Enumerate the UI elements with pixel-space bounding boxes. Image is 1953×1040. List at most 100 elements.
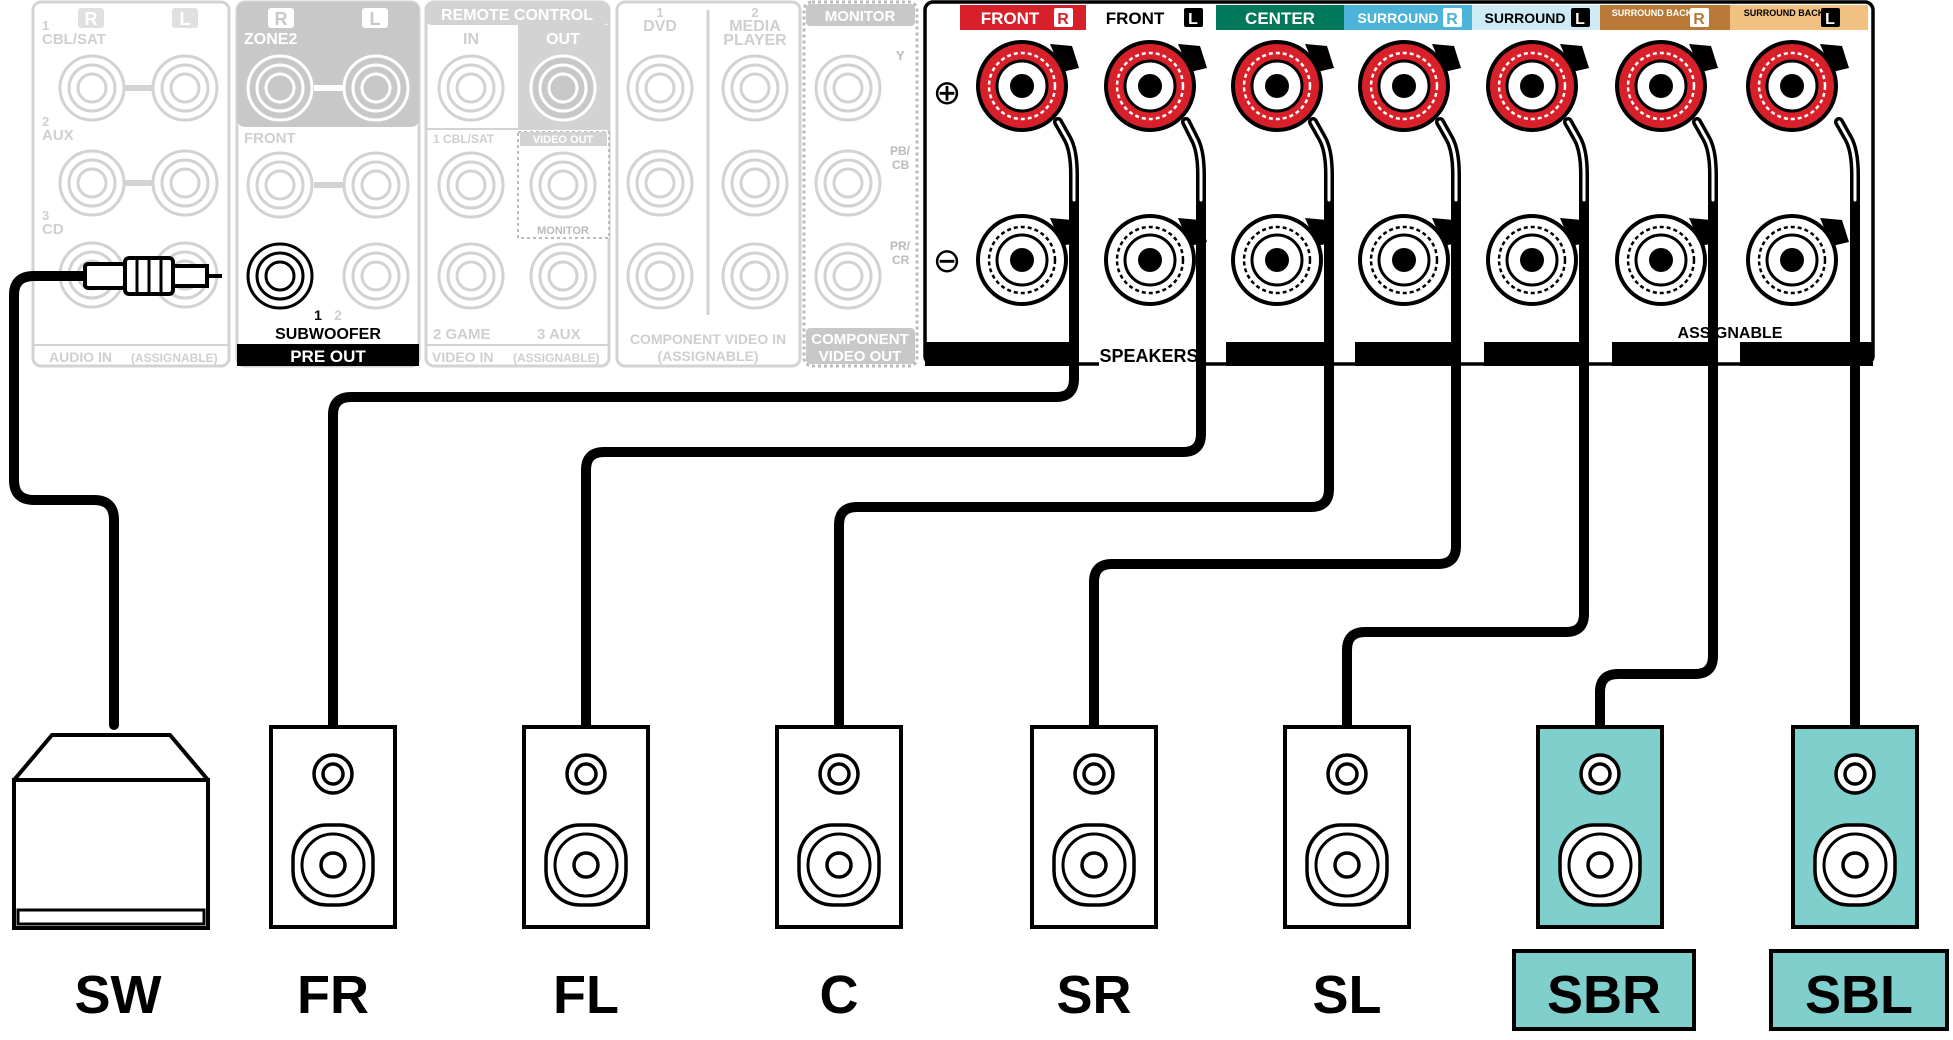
front-l-header-text: FRONT bbox=[1106, 9, 1165, 28]
speakers-caption: SPEAKERS bbox=[1099, 346, 1198, 366]
front-preout-jack bbox=[342, 151, 410, 219]
audio-in-jack bbox=[58, 149, 126, 217]
zone2-jack bbox=[246, 54, 314, 122]
audio-in-ch3-label: CD bbox=[42, 221, 64, 238]
surround-l-badge: L bbox=[1575, 11, 1585, 28]
front-preout-label: FRONT bbox=[244, 130, 296, 147]
video-in-caption: VIDEO IN bbox=[432, 349, 493, 365]
surround-back-r-badge: R bbox=[1693, 11, 1705, 28]
remote-out-jack bbox=[529, 54, 597, 122]
audio-in-ch1-number: 1 bbox=[42, 18, 49, 33]
surround-l-header-text: SURROUND bbox=[1485, 10, 1566, 26]
component-out-caption-sub: VIDEO OUT bbox=[819, 348, 902, 365]
component-out-caption: COMPONENT bbox=[811, 331, 909, 348]
component-in-jack bbox=[721, 149, 789, 217]
speaker-fl-icon bbox=[522, 725, 650, 929]
zone2-r-badge: R bbox=[275, 9, 288, 29]
surround-back-l-badge: L bbox=[1825, 11, 1835, 28]
video-out-monitor-jack bbox=[529, 151, 597, 219]
subwoofer-icon bbox=[12, 733, 210, 930]
audio-in-caption-sub: (ASSIGNABLE) bbox=[131, 351, 218, 365]
audio-in-ch3-number: 3 bbox=[42, 208, 49, 223]
subwoofer-1-number: 1 bbox=[314, 307, 322, 323]
speaker-sl-icon bbox=[1283, 725, 1411, 929]
remote-in-label: IN bbox=[463, 31, 479, 48]
component-in-1-number: 1 bbox=[656, 5, 663, 20]
label-sr: SR bbox=[1056, 965, 1131, 1025]
component-in-caption: COMPONENT VIDEO IN bbox=[630, 331, 786, 347]
video-out-monitor-label: MONITOR bbox=[537, 225, 589, 237]
zone2-l-badge: L bbox=[370, 9, 381, 29]
label-sbr-box bbox=[1512, 949, 1696, 1031]
component-in-dvd-label: DVD bbox=[643, 18, 677, 35]
component-in-jack bbox=[721, 242, 789, 310]
component-out-cr-label: CR bbox=[892, 253, 910, 267]
speaker-c-icon bbox=[775, 725, 903, 929]
audio-in-jack bbox=[151, 54, 219, 122]
remote-control-label: REMOTE CONTROL bbox=[441, 7, 593, 24]
component-out-y-jack bbox=[814, 54, 882, 122]
speaker-sbr-icon bbox=[1536, 725, 1664, 929]
label-fr: FR bbox=[297, 965, 369, 1025]
label-sw: SW bbox=[75, 965, 162, 1025]
video-in-jack bbox=[529, 242, 597, 310]
assignable-caption: ASSIGNABLE bbox=[1678, 325, 1783, 342]
audio-in-jack bbox=[151, 149, 219, 217]
video-in-jack bbox=[437, 151, 505, 219]
surround-back-l-header-text: SURROUND BACK bbox=[1744, 8, 1825, 18]
audio-in-l-badge: L bbox=[180, 9, 191, 29]
plus-icon: ⊕ bbox=[933, 74, 962, 112]
zone2-jack bbox=[342, 54, 410, 122]
wire-sw bbox=[9, 271, 119, 730]
surround-back-l-header bbox=[1730, 5, 1868, 30]
video-out-label: VIDEO OUT bbox=[533, 134, 594, 146]
audio-in-caption: AUDIO IN bbox=[49, 349, 112, 365]
front-r-header-text: FRONT bbox=[981, 9, 1040, 28]
speaker-sbl-icon bbox=[1791, 725, 1919, 929]
surround-r-header-text: SURROUND bbox=[1358, 10, 1439, 26]
label-sbr: SBR bbox=[1547, 965, 1661, 1025]
surround-back-r-header-text: SURROUND BACK bbox=[1612, 8, 1693, 18]
component-out-monitor-label: MONITOR bbox=[825, 8, 896, 25]
component-out-y-label: Y bbox=[896, 48, 905, 63]
video-in-aux-label: 3 AUX bbox=[537, 326, 581, 343]
pre-out-caption-bar bbox=[237, 344, 419, 366]
video-in-caption-sub: (ASSIGNABLE) bbox=[513, 351, 600, 365]
component-out-pr-label: PR/ bbox=[890, 239, 911, 253]
subwoofer-1-jack bbox=[246, 242, 314, 310]
subwoofer-label: SUBWOOFER bbox=[275, 326, 381, 343]
component-out-pb-jack bbox=[814, 149, 882, 217]
video-in-jack bbox=[437, 242, 505, 310]
audio-in-ch1-label: CBL/SAT bbox=[42, 31, 106, 48]
component-in-jack bbox=[626, 54, 694, 122]
speaker-fr-icon bbox=[269, 725, 397, 929]
pre-out-panel: R L ZONE2 FRONT 1 2 SUBWOOFER PRE OUT bbox=[235, 0, 421, 368]
audio-in-r-badge: R bbox=[85, 9, 98, 29]
speaker-sr-icon bbox=[1030, 725, 1158, 929]
remote-out-label: OUT bbox=[546, 31, 580, 48]
surround-r-badge: R bbox=[1446, 11, 1458, 28]
audio-in-ch2-number: 2 bbox=[42, 114, 49, 129]
center-header bbox=[1216, 5, 1344, 30]
front-l-badge: L bbox=[1188, 11, 1198, 28]
speakers-panel: FRONT R FRONT L CENTER SURROUND R SURROU… bbox=[923, 0, 1875, 366]
audio-in-r-badge-box bbox=[78, 8, 104, 28]
zone2-r-badge-box bbox=[268, 8, 294, 28]
speaker-wires bbox=[9, 117, 1860, 730]
component-in-jack bbox=[721, 54, 789, 122]
zone2-label: ZONE2 bbox=[244, 31, 297, 48]
component-in-2-number: 2 bbox=[751, 5, 758, 20]
label-fl: FL bbox=[553, 965, 619, 1025]
label-sbl: SBL bbox=[1805, 965, 1913, 1025]
component-in-player-label: PLAYER bbox=[723, 32, 787, 49]
zone2-l-badge-box bbox=[362, 8, 388, 28]
subwoofer-2-number: 2 bbox=[334, 307, 342, 323]
video-in-cblsat-label: 1 CBL/SAT bbox=[433, 132, 495, 146]
label-sl: SL bbox=[1312, 965, 1381, 1025]
component-in-jack bbox=[626, 242, 694, 310]
center-header-text: CENTER bbox=[1245, 9, 1315, 28]
component-out-pb-label: PB/ bbox=[890, 144, 911, 158]
label-c: C bbox=[820, 965, 859, 1025]
